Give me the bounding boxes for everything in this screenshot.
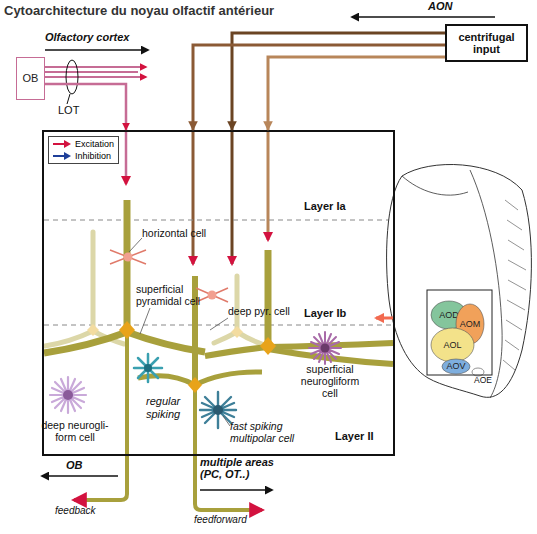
- cell-label: regular spiking: [146, 395, 192, 420]
- pathway-label: Olfactory cortex: [45, 31, 129, 44]
- apical-dendrite: [124, 200, 131, 328]
- cell-soma: [213, 405, 223, 415]
- legend-line: [53, 155, 65, 157]
- region-fill: [442, 359, 470, 374]
- centrifugal-connector: [193, 45, 445, 130]
- brain-contour: [402, 176, 468, 195]
- afferent-connector: [45, 84, 126, 130]
- leader-line: [223, 416, 230, 426]
- region-label: AOE: [474, 376, 492, 386]
- cell-soma: [260, 337, 276, 355]
- legend-sample: [52, 152, 72, 160]
- legend-text: Inhibition: [75, 151, 111, 161]
- cell-soma: [208, 291, 217, 300]
- diagram-title: Cytoarchitecture du noyau olfactif antér…: [4, 4, 274, 19]
- inset-frame: [427, 290, 492, 375]
- cell-label: superficial neurogliform cell: [296, 363, 364, 399]
- horizontal-cell: [196, 288, 228, 302]
- neurogliform-cell: [50, 377, 86, 413]
- region-label: AOD: [439, 310, 459, 320]
- lot-fiber: [45, 71, 138, 73]
- brain-outline: [387, 164, 532, 397]
- legend-head: [64, 140, 71, 148]
- basal-dendrite: [205, 343, 393, 364]
- legend-head: [64, 152, 71, 160]
- axon: [195, 390, 262, 510]
- cell-soma: [231, 326, 243, 338]
- hatching: [503, 200, 526, 370]
- region-label: AOV: [446, 361, 465, 371]
- box-label: centrifugal input: [447, 31, 526, 55]
- leader-line: [140, 308, 150, 334]
- cell-soma: [321, 344, 330, 353]
- direction-arrow: [42, 475, 118, 477]
- lot-bundle: [66, 60, 78, 94]
- cell-soma: [63, 390, 73, 400]
- centrifugal-fiber: [192, 131, 195, 264]
- leader-line: [210, 318, 228, 330]
- legend-row: Excitation: [52, 138, 114, 150]
- pointer-arrow: [376, 317, 395, 320]
- layer-label: Layer II: [335, 430, 374, 443]
- region-fill: [431, 328, 474, 362]
- cell-label: deep neurogli- form cell: [38, 419, 112, 443]
- target-label: OB: [66, 459, 83, 472]
- brain-region: AOV: [441, 358, 471, 375]
- cell-label: fast spiking multipolar cell: [230, 420, 310, 444]
- cell-label: superficial pyramidal cell: [136, 283, 210, 307]
- centrifugal-connector: [232, 33, 445, 130]
- tract-label: LOT: [58, 104, 79, 117]
- cell-soma: [119, 321, 135, 339]
- cell-label: horizontal cell: [142, 227, 206, 239]
- legend-row: Inhibition: [52, 150, 114, 162]
- apical-dendrite: [192, 276, 198, 383]
- apical-dendrite: [265, 250, 272, 343]
- layer-label: Layer Ib: [304, 307, 346, 320]
- lot-fiber: [45, 76, 146, 78]
- input-box: centrifugal input: [445, 24, 528, 62]
- neurogliform-cell: [309, 332, 341, 364]
- layer-divider: [44, 220, 393, 221]
- cell-label: deep pyr. cell: [228, 305, 290, 317]
- afferent-fiber: [125, 131, 128, 184]
- cell-soma: [188, 377, 202, 393]
- region-label: AOM: [460, 319, 481, 329]
- region-label: AOL: [443, 340, 461, 350]
- legend-sample: [52, 140, 72, 148]
- cell-soma: [87, 324, 99, 336]
- interneuron: [134, 354, 162, 382]
- source-box: OB: [16, 57, 45, 100]
- projection-label: feedforward: [194, 514, 247, 526]
- lot-fiber: [45, 66, 146, 68]
- leader-line: [67, 94, 70, 104]
- layer-label: Layer Ia: [304, 200, 346, 213]
- leader-line: [129, 238, 142, 252]
- target-label: multiple areas (PC, OT..): [200, 456, 292, 480]
- legend-line: [53, 143, 65, 145]
- projection-label: feedback: [55, 505, 96, 517]
- faded-pyramidal-cell: [45, 232, 124, 346]
- layer-frame: Layer Ia Layer Ib Layer II ExcitationInhibi…: [42, 130, 395, 456]
- direction-arrow: [45, 49, 148, 51]
- direction-arrow: [352, 16, 495, 18]
- legend-text: Excitation: [75, 139, 114, 149]
- legend-box: ExcitationInhibition: [48, 136, 119, 164]
- horizontal-cell: [110, 250, 146, 264]
- box-label: OB: [23, 72, 39, 85]
- centrifugal-fiber: [267, 131, 270, 240]
- pathway-label: AON: [428, 0, 452, 13]
- direction-arrow: [200, 489, 272, 491]
- brain-region: AOL: [430, 327, 475, 363]
- centrifugal-fiber: [231, 131, 234, 264]
- cell-soma: [144, 364, 152, 372]
- centrifugal-connector: [268, 57, 445, 130]
- cell-soma: [124, 253, 133, 262]
- brain-contour: [470, 170, 502, 398]
